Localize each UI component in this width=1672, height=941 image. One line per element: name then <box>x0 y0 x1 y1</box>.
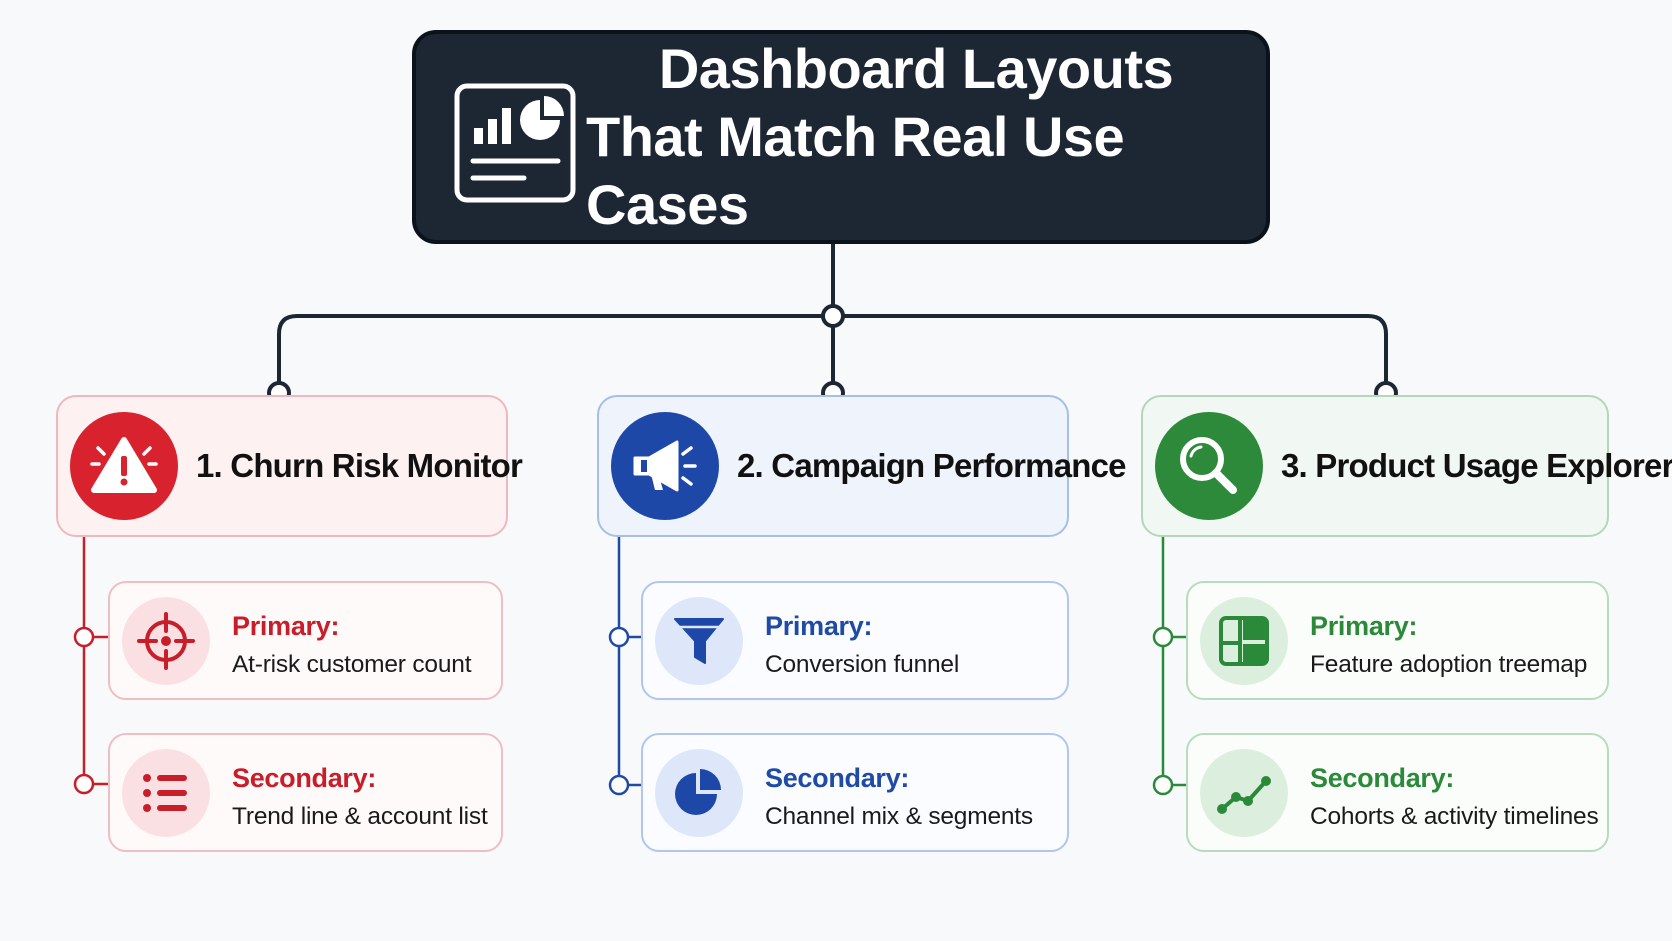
primary-label: Primary: <box>1310 611 1418 641</box>
title-box: Dashboard Layouts That Match Real Use Ca… <box>412 30 1270 244</box>
title-line-2: That Match Real Use Cases <box>586 105 1125 236</box>
primary-label: Primary: <box>232 611 340 641</box>
secondary-card: Secondary: Trend line & account list <box>108 733 503 852</box>
junction-node <box>821 304 845 328</box>
branch-title: 1. Churn Risk Monitor <box>196 447 523 484</box>
branch-header-card: 2. Campaign Performance <box>597 395 1127 537</box>
branch-icon-circle <box>1155 412 1263 520</box>
secondary-card: Secondary: Cohorts & activity timelines <box>1186 733 1609 852</box>
secondary-description: Cohorts & activity timelines <box>1310 803 1599 830</box>
secondary-description: Channel mix & segments <box>765 803 1033 830</box>
branch-title: 2. Campaign Performance <box>737 447 1127 484</box>
primary-description: Conversion funnel <box>765 651 960 678</box>
secondary-label: Secondary: <box>765 763 910 793</box>
megaphone-icon <box>633 440 697 492</box>
primary-label: Primary: <box>765 611 873 641</box>
treemap-icon <box>1219 616 1269 666</box>
page-title: Dashboard Layouts That Match Real Use Ca… <box>586 34 1246 240</box>
primary-description: At-risk customer count <box>232 651 472 678</box>
search-icon <box>1180 437 1237 494</box>
icon-circle <box>1200 749 1288 837</box>
secondary-label: Secondary: <box>232 763 377 793</box>
branch-title: 3. Product Usage Explorer <box>1281 447 1672 484</box>
dashboard-chart-icon <box>454 83 576 203</box>
branch-icon-circle <box>70 412 178 520</box>
icon-circle <box>122 749 210 837</box>
pie-chart-icon <box>675 769 721 815</box>
icon-circle <box>122 597 210 685</box>
warning-icon <box>90 437 158 493</box>
timeline-icon <box>1217 776 1271 814</box>
target-icon <box>137 612 195 670</box>
icon-circle <box>1200 597 1288 685</box>
branch-header-card: 1. Churn Risk Monitor <box>56 395 523 537</box>
list-icon <box>143 774 187 812</box>
primary-card: Primary: Conversion funnel <box>641 581 1069 700</box>
primary-card: Primary: At-risk customer count <box>108 581 503 700</box>
primary-card: Primary: Feature adoption treemap <box>1186 581 1609 700</box>
primary-description: Feature adoption treemap <box>1310 651 1588 678</box>
branch-icon-circle <box>611 412 719 520</box>
icon-circle <box>655 597 743 685</box>
funnel-icon <box>674 618 724 664</box>
icon-circle <box>655 749 743 837</box>
secondary-description: Trend line & account list <box>232 803 488 830</box>
secondary-label: Secondary: <box>1310 763 1455 793</box>
branch-header-card: 3. Product Usage Explorer <box>1141 395 1672 537</box>
secondary-card: Secondary: Channel mix & segments <box>641 733 1069 852</box>
title-line-1: Dashboard Layouts <box>658 37 1174 100</box>
